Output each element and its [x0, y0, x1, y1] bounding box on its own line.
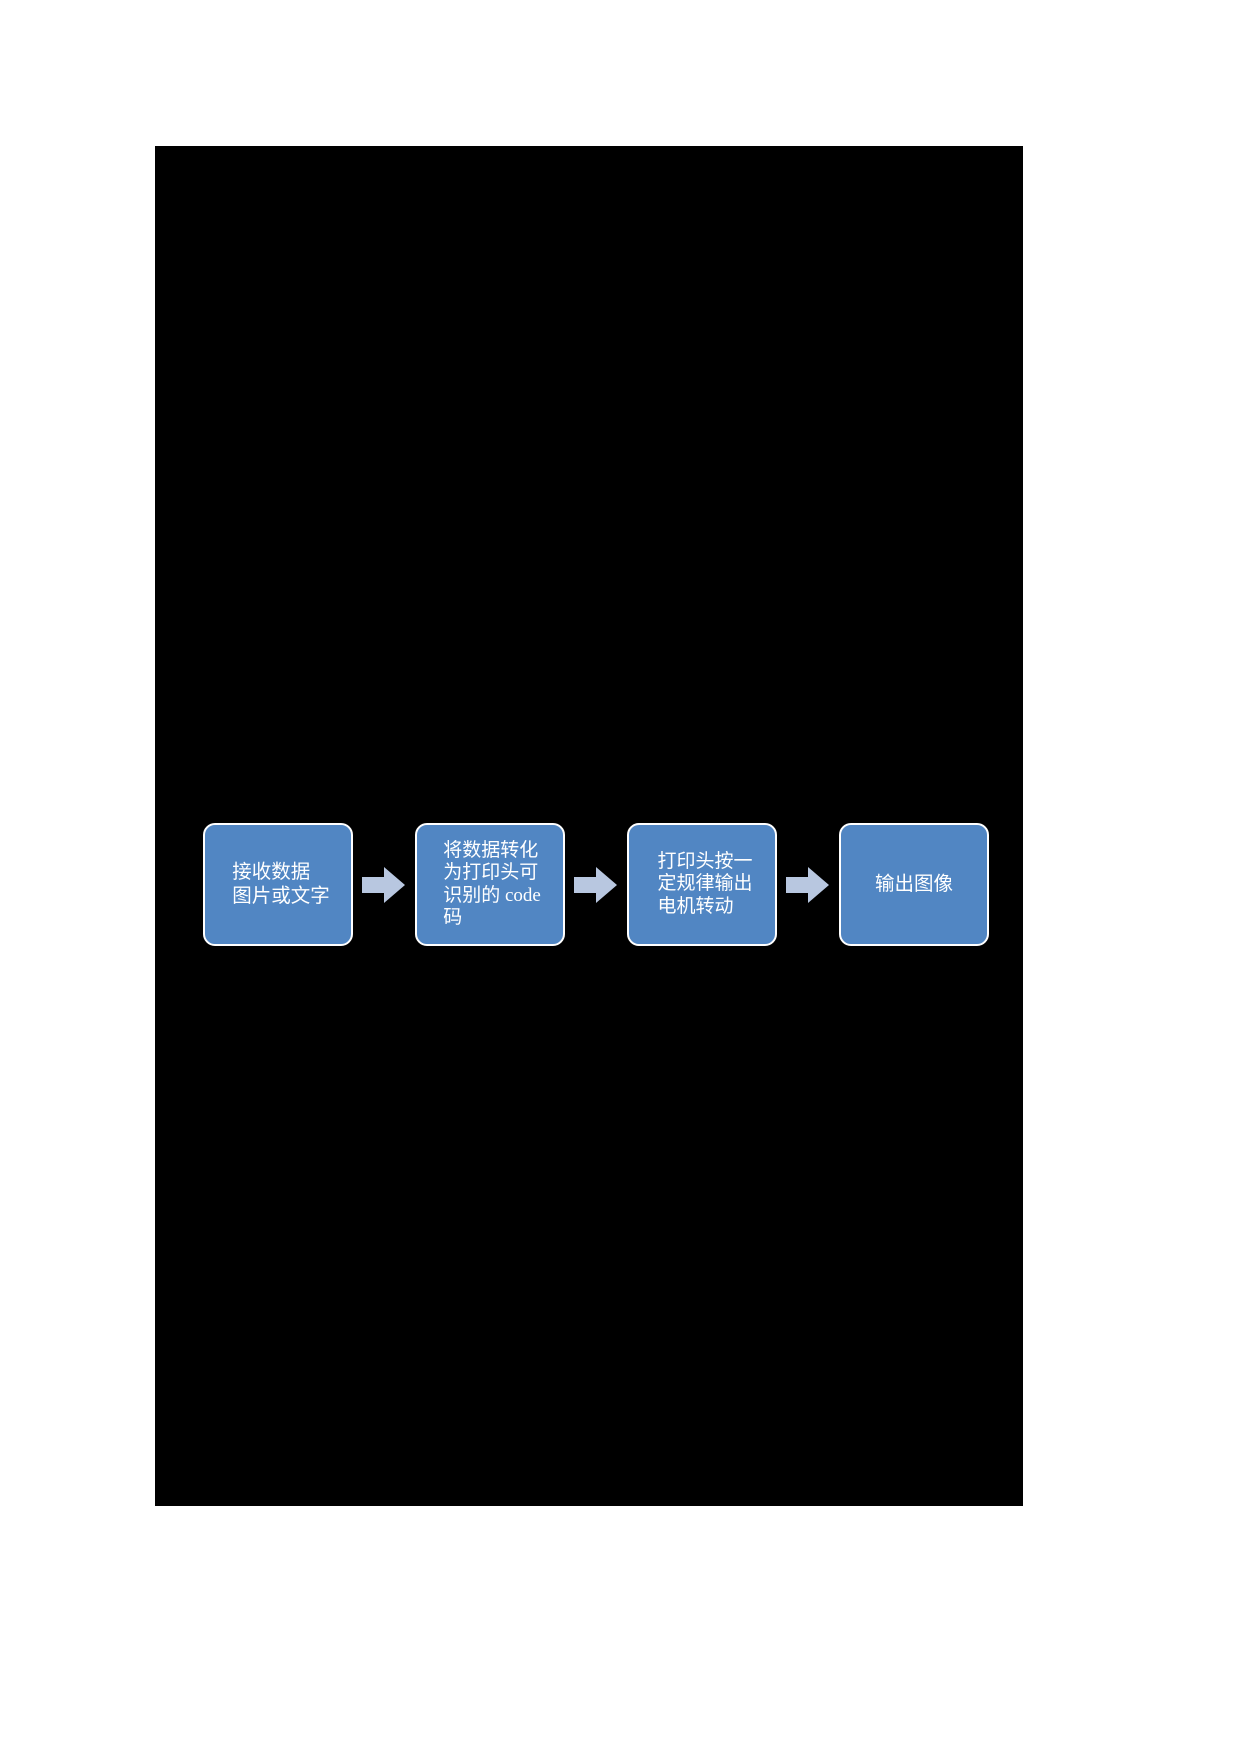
flowchart-node-label: 接收数据 图片或文字 [232, 861, 330, 907]
arrow-right-icon [353, 823, 415, 946]
flowchart-diagram: 接收数据 图片或文字 将数据转化 为打印头可 识别的 code 码 打印头按一 … [203, 822, 1027, 947]
flowchart-node-convert-code[interactable]: 将数据转化 为打印头可 识别的 code 码 [415, 823, 565, 946]
content-region: 接收数据 图片或文字 将数据转化 为打印头可 识别的 code 码 打印头按一 … [155, 146, 1023, 1506]
flowchart-node-output-image[interactable]: 输出图像 [839, 823, 989, 946]
flowchart-node-label: 打印头按一 定规律输出 电机转动 [657, 850, 753, 917]
arrow-right-icon [565, 823, 627, 946]
flowchart-node-label: 将数据转化 为打印头可 识别的 code 码 [443, 839, 541, 928]
flowchart-node-label: 输出图像 [874, 873, 953, 895]
flowchart-node-receive-data[interactable]: 接收数据 图片或文字 [203, 823, 353, 946]
arrow-right-icon [777, 823, 839, 946]
flowchart-node-printhead-output[interactable]: 打印头按一 定规律输出 电机转动 [627, 823, 777, 946]
